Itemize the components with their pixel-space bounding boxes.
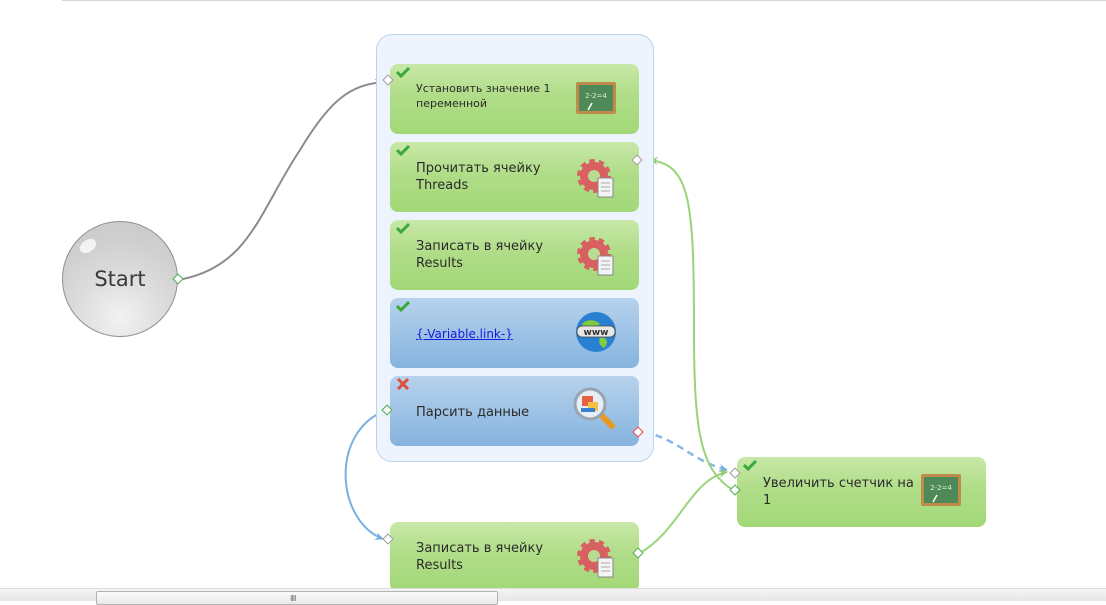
chalkboard-icon: 2-2=4 bbox=[921, 474, 961, 506]
block-increment-counter[interactable]: Увеличить счетчик на 1 2-2=4 bbox=[737, 457, 986, 527]
gear-document-icon bbox=[577, 159, 614, 198]
start-node-highlight bbox=[77, 235, 99, 257]
block-label: Увеличить счетчик на 1 bbox=[763, 476, 914, 508]
gear-document-icon bbox=[577, 237, 614, 276]
scrollbar-grip-icon: IIII bbox=[290, 594, 297, 603]
block-navigate-link[interactable]: {-Variable.link-} www bbox=[390, 298, 639, 368]
success-check-icon bbox=[396, 144, 410, 156]
chalkboard-icon: 2-2=4 bbox=[576, 82, 616, 114]
connection-write-results-to-counter[interactable] bbox=[639, 469, 728, 554]
svg-text:www: www bbox=[584, 328, 609, 338]
connection-start-to-set-variable[interactable] bbox=[182, 78, 384, 280]
success-check-icon bbox=[396, 222, 410, 234]
svg-text:2-2=4: 2-2=4 bbox=[585, 92, 607, 100]
horizontal-scrollbar[interactable]: IIII bbox=[0, 588, 1106, 605]
start-node-label: Start bbox=[94, 267, 146, 291]
block-label: Парсить данные bbox=[416, 405, 530, 420]
block-label: Записать в ячейку Results bbox=[416, 239, 544, 271]
block-write-results-2[interactable]: Записать в ячейку Results bbox=[390, 522, 639, 592]
block-parse-data[interactable]: Парсить данные bbox=[390, 376, 639, 446]
svg-text:2-2=4: 2-2=4 bbox=[930, 484, 952, 492]
success-check-icon bbox=[743, 459, 757, 471]
error-cross-icon bbox=[396, 378, 410, 390]
success-check-icon bbox=[396, 300, 410, 312]
block-label: Прочитать ячейку Threads bbox=[416, 161, 541, 193]
gear-document-icon bbox=[577, 539, 614, 578]
block-write-results[interactable]: Записать в ячейку Results bbox=[390, 220, 639, 290]
block-read-threads[interactable]: Прочитать ячейку Threads bbox=[390, 142, 639, 212]
block-label: Установить значение 1 переменной bbox=[416, 82, 551, 110]
magnifier-icon bbox=[573, 387, 615, 429]
block-set-variable[interactable]: Установить значение 1 переменной 2-2=4 bbox=[390, 64, 639, 134]
globe-www-icon: www bbox=[576, 312, 616, 352]
connection-parse-error-to-counter[interactable] bbox=[643, 430, 728, 472]
block-label: Записать в ячейку Results bbox=[416, 541, 544, 573]
success-check-icon bbox=[396, 66, 410, 78]
horizontal-scrollbar-thumb[interactable]: IIII bbox=[96, 591, 498, 605]
connection-parse-to-write-results[interactable] bbox=[344, 409, 388, 540]
start-node[interactable]: Start bbox=[62, 221, 178, 337]
canvas-top-border bbox=[62, 0, 1106, 1]
variable-link[interactable]: {-Variable.link-} bbox=[416, 327, 513, 341]
connection-counter-to-read-threads[interactable] bbox=[649, 157, 734, 491]
